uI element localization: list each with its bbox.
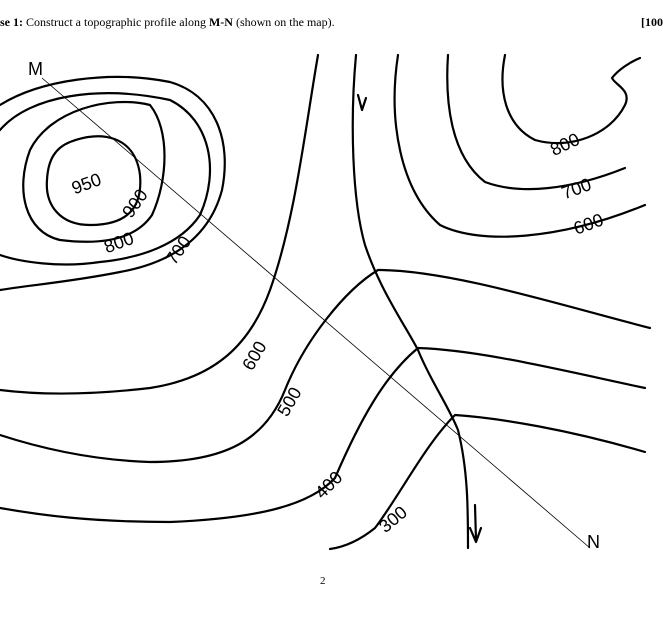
contour-label: 800: [101, 228, 136, 257]
river-arrow-top: [356, 93, 368, 112]
contour-500: [0, 268, 652, 464]
profile-line-m-n: [41, 77, 591, 549]
contour-label: 900: [118, 185, 152, 221]
contour-label: 950: [69, 169, 104, 198]
marks-label: [100: [641, 15, 663, 29]
contour-label: 500: [273, 384, 305, 420]
contour-label: 700: [161, 232, 195, 268]
contour-800-right: [501, 53, 642, 145]
question-text: se 1: Construct a topographic profile al…: [0, 15, 335, 29]
contour-label: 300: [375, 502, 411, 537]
contour-800: [0, 92, 212, 266]
contour-label: 700: [559, 174, 594, 203]
contour-950: [45, 135, 142, 227]
river-arrow-bottom: [468, 503, 483, 544]
contour-600-right: [393, 53, 647, 238]
label-m: M: [28, 59, 43, 79]
contour-label: 600: [238, 338, 270, 374]
contour-label: 600: [571, 210, 606, 239]
contour-900: [22, 100, 166, 243]
river: [351, 53, 470, 550]
contour-600-left: [0, 53, 320, 395]
contour-400: [0, 346, 647, 524]
contour-300: [328, 413, 647, 551]
contour-700-left: [0, 75, 226, 292]
contour-label: 800: [547, 129, 583, 160]
contour-700-right: [446, 53, 627, 191]
label-n: N: [587, 532, 600, 552]
page-number: 2: [320, 575, 326, 587]
contour-label: 400: [311, 467, 346, 502]
